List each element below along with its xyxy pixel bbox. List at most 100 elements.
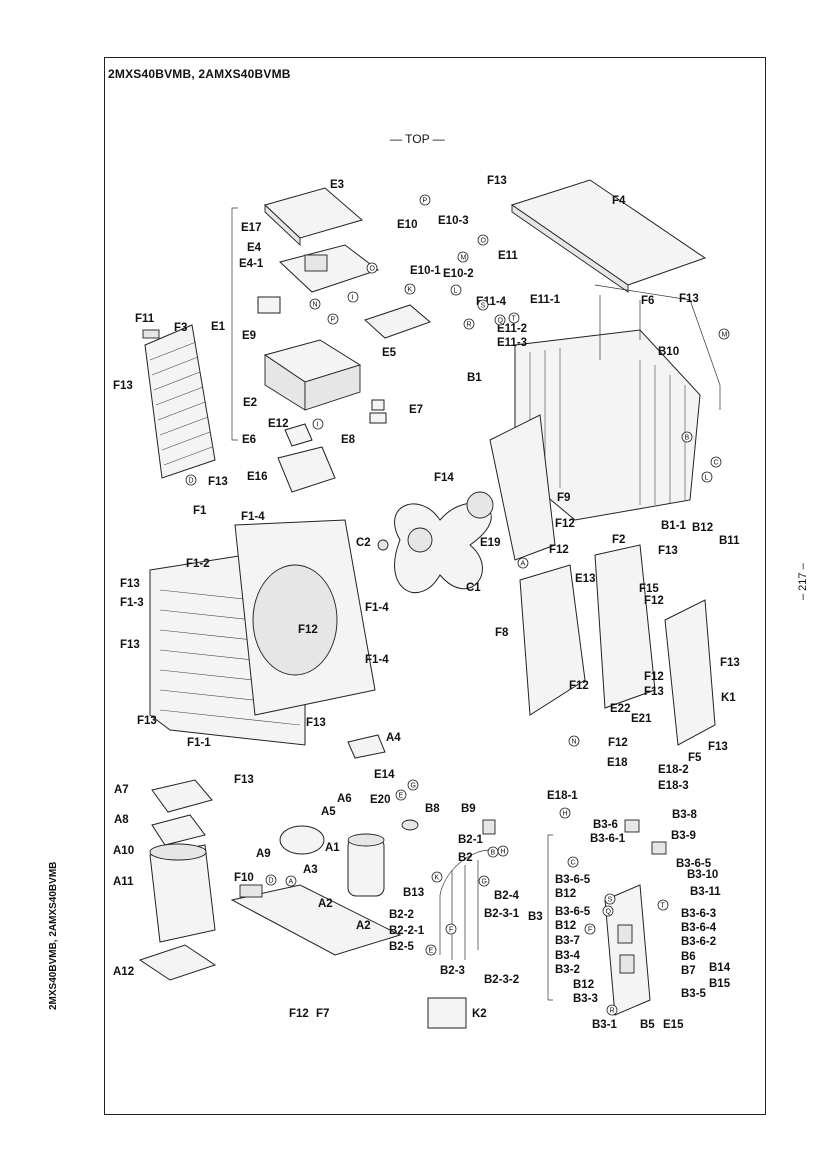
label-F13f: F13: [120, 578, 140, 590]
label-F15: F15: [639, 583, 659, 595]
label-E14: E14: [374, 769, 395, 781]
label-B12b: B12: [555, 888, 576, 900]
label-F12h: F12: [289, 1008, 309, 1020]
svg-text:S: S: [608, 897, 613, 904]
label-C1: C1: [466, 582, 481, 594]
c2-nut-part: [377, 539, 389, 551]
label-B3-8: B3-8: [672, 809, 698, 821]
label-F13j: F13: [137, 715, 157, 727]
mark-G1: G: [407, 779, 419, 791]
label-F14: F14: [434, 472, 454, 484]
f2-mounting-plate-part: [594, 544, 656, 709]
label-E5: E5: [382, 347, 397, 359]
mark-K2: K: [431, 871, 443, 883]
label-B3-6-5a: B3-6-5: [676, 858, 712, 870]
e7-part: [371, 399, 385, 411]
svg-text:I: I: [352, 295, 354, 302]
label-F12c: F12: [644, 595, 664, 607]
label-E12: E12: [268, 418, 288, 430]
label-B12d: B12: [573, 979, 594, 991]
mark-T2: T: [657, 899, 669, 911]
label-F9: F9: [557, 492, 570, 504]
label-B3-4: B3-4: [555, 950, 581, 962]
svg-text:O: O: [370, 266, 376, 273]
svg-text:M: M: [461, 255, 467, 262]
label-A8: A8: [114, 814, 129, 826]
label-E21: E21: [631, 713, 652, 725]
label-B3-1: B3-1: [592, 1019, 618, 1031]
label-B2-3-1: B2-3-1: [484, 908, 520, 920]
mark-F2: F: [584, 923, 596, 935]
label-F8: F8: [495, 627, 509, 639]
label-E10: E10: [397, 219, 417, 231]
label-F6: F6: [641, 295, 654, 307]
svg-text:L: L: [705, 475, 709, 482]
svg-text:K: K: [435, 875, 440, 882]
label-F12g: F12: [608, 737, 628, 749]
a1-compressor-part: [347, 833, 385, 897]
label-F12a: F12: [555, 518, 575, 530]
mark-F1: F: [445, 923, 457, 935]
svg-text:G: G: [482, 879, 487, 886]
label-E8: E8: [341, 434, 356, 446]
a12-part: [138, 944, 217, 981]
label-B8: B8: [425, 803, 440, 815]
mark-P2: P: [327, 313, 339, 325]
mark-Q1: Q: [494, 314, 506, 326]
label-E4: E4: [247, 242, 262, 254]
label-B10: B10: [658, 346, 679, 358]
label-B2: B2: [458, 852, 473, 864]
label-B2-3-2: B2-3-2: [484, 974, 519, 986]
svg-text:O: O: [481, 238, 487, 245]
svg-text:C: C: [571, 860, 576, 867]
mark-H1: H: [497, 845, 509, 857]
svg-text:M: M: [722, 332, 728, 339]
a8-part: [151, 814, 206, 846]
mark-R1: R: [463, 318, 475, 330]
label-B9: B9: [461, 803, 476, 815]
k2-screw-bag-part: [427, 997, 467, 1029]
label-B3-10: B3-10: [687, 869, 718, 881]
label-E7: E7: [409, 404, 423, 416]
mark-I2: I: [312, 418, 324, 430]
mark-G2: G: [478, 875, 490, 887]
svg-text:S: S: [481, 303, 486, 310]
top-view-label: — TOP —: [390, 132, 445, 146]
label-B3-9: B3-9: [671, 830, 696, 842]
label-E1: E1: [211, 321, 226, 333]
label-B1: B1: [467, 372, 482, 384]
label-E11-3: E11-3: [497, 337, 527, 349]
label-F13e: F13: [658, 545, 678, 557]
b8-part: [401, 819, 419, 831]
label-B3-11: B3-11: [690, 886, 721, 898]
label-B14: B14: [709, 962, 731, 974]
mark-C2: C: [567, 856, 579, 868]
model-title: 2MXS40BVMB, 2AMXS40BVMB: [108, 67, 291, 81]
e19-motor-part: [466, 491, 494, 519]
svg-text:F: F: [588, 927, 592, 934]
label-E20: E20: [370, 794, 390, 806]
label-F1-4a: F1-4: [241, 511, 265, 523]
mark-M2: M: [718, 328, 730, 340]
f3-side-grille-part: [144, 324, 216, 479]
b9-part: [482, 819, 496, 835]
label-E10-2: E10-2: [443, 268, 474, 280]
label-B2-1: B2-1: [458, 834, 484, 846]
mark-L2: L: [701, 471, 713, 483]
label-A2b: A2: [356, 920, 371, 932]
svg-text:B: B: [491, 850, 496, 857]
label-E18-2: E18-2: [658, 764, 689, 776]
mark-E2: E: [425, 944, 437, 956]
label-K2: K2: [472, 1008, 487, 1020]
label-F12b: F12: [549, 544, 569, 556]
label-A3: A3: [303, 864, 318, 876]
svg-text:I: I: [317, 422, 319, 429]
svg-text:P: P: [423, 198, 428, 205]
label-A10: A10: [113, 845, 134, 857]
label-E4-1: E4-1: [239, 258, 264, 270]
label-F1-2: F1-2: [186, 558, 210, 570]
svg-text:D: D: [189, 478, 194, 485]
label-F13h: F13: [720, 657, 740, 669]
svg-text:B: B: [685, 435, 690, 442]
